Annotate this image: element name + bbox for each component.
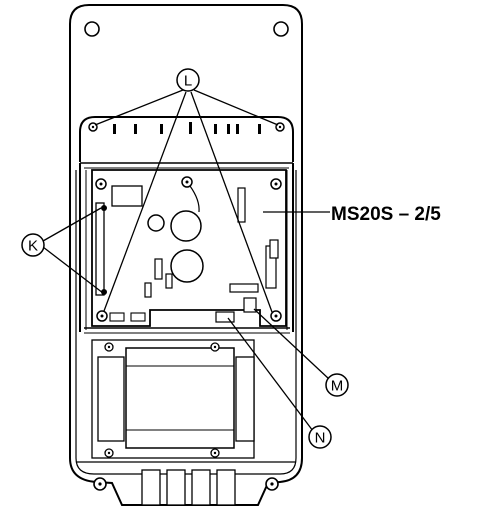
board-screw-bottom-right (270, 310, 282, 322)
component-small-capacitor (147, 214, 165, 232)
circuit-board (84, 169, 290, 334)
callout-N: N (308, 425, 332, 449)
board-screw-top-center (181, 176, 193, 188)
resistor (154, 258, 163, 280)
capacitor-lower (170, 249, 204, 283)
transformer (91, 339, 255, 459)
vertical-component (237, 187, 246, 223)
resistor (144, 282, 152, 298)
component-small (130, 312, 146, 322)
bottom-terminals (76, 461, 296, 506)
svg-text:L: L (184, 73, 192, 90)
board-screw-bottom-left (96, 310, 108, 322)
component-small (109, 312, 125, 322)
side-rails (79, 163, 294, 332)
board-screw-top-right (270, 178, 282, 190)
model-label: MS20S – 2/5 (331, 204, 441, 225)
component-strip (229, 283, 259, 293)
component-M (243, 297, 257, 313)
fuse (269, 239, 279, 259)
callout-K: K (21, 233, 45, 257)
resistor (165, 273, 173, 289)
enclosure-outline (69, 4, 303, 506)
mounting-hole-right (273, 21, 289, 37)
wire (189, 185, 200, 213)
svg-text:K: K (28, 238, 38, 255)
enclosure-inner-wall (75, 170, 297, 475)
component-N (215, 311, 235, 323)
mounting-hole-left (84, 21, 100, 37)
edge-connector (95, 202, 105, 296)
capacitor-upper (170, 210, 202, 242)
leader-lines (42, 89, 330, 432)
board-screw-top-left (95, 178, 107, 190)
svg-text:N: N (315, 430, 326, 447)
callout-L: L (176, 68, 200, 92)
top-bracket (79, 116, 294, 169)
svg-text:M: M (331, 378, 344, 395)
component-block (111, 185, 143, 207)
callout-M: M (325, 373, 349, 397)
